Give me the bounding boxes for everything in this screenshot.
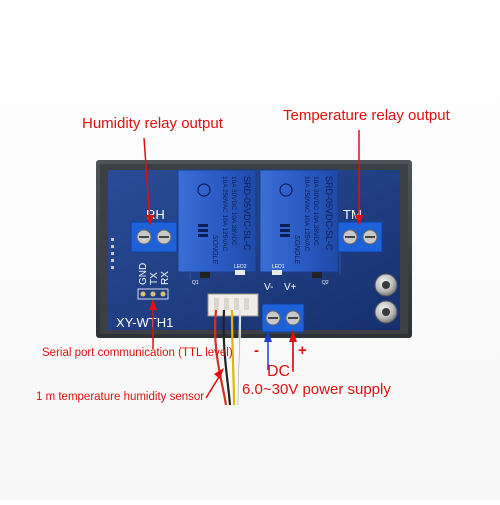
rx-label: RX — [160, 271, 171, 285]
relay-left-model: SRD-05VDC-SL-C — [242, 176, 252, 251]
relay-left-rating-2: 10A 30VDC 10A 28VDC — [230, 176, 237, 246]
songle-logo-icon — [198, 224, 208, 237]
minus-arrow — [264, 331, 272, 370]
q1-label: Q1 — [192, 280, 199, 286]
gnd-label: GND — [138, 263, 149, 285]
board-model-label: XY-WTH1 — [116, 315, 173, 330]
tx-label: TX — [149, 272, 160, 285]
vminus-label: V- — [264, 282, 273, 293]
relay-right: SRD-05VDC-SL-C 10A 250VAC 10A 125VAC 10A… — [259, 169, 339, 273]
relay-right-rating-1: 10A 250VAC 10A 125VAC — [303, 176, 310, 252]
dc-label: DC — [267, 363, 291, 380]
relay-left-rating-1: 10A 250VAC 10A 125VAC — [221, 176, 228, 252]
temperature-relay-callout: Temperature relay output — [283, 107, 450, 124]
power-supply-callout: 6.0~30V power supply — [242, 381, 391, 398]
humidity-relay-callout: Humidity relay output — [82, 115, 223, 132]
led2-label: LED2 — [234, 264, 247, 270]
relay-left: SRD-05VDC-SL-C 10A 250VAC 10A 125VAC 10A… — [177, 169, 257, 273]
serial-port-header — [137, 288, 169, 300]
certification-mark-icon — [279, 183, 293, 197]
capacitors — [374, 273, 398, 324]
relay-right-brand: SONGLE — [293, 235, 300, 265]
plus-arrow — [289, 331, 297, 370]
relay-right-model: SRD-05VDC-SL-C — [324, 176, 334, 251]
vplus-label: V+ — [284, 282, 297, 293]
relay-left-brand: SONGLE — [211, 235, 218, 265]
temperature-terminal-block — [337, 221, 383, 253]
serial-port-callout: Serial port communication (TTL level) — [42, 347, 233, 359]
sensor-callout: 1 m temperature humidity sensor — [36, 391, 205, 403]
minus-sign: - — [254, 342, 259, 359]
sensor-cable — [214, 309, 242, 406]
led1-label: LED1 — [272, 264, 285, 270]
humidity-terminal-block — [130, 221, 178, 253]
plus-sign: + — [298, 342, 307, 359]
relay-right-rating-2: 10A 30VDC 10A 28VDC — [312, 176, 319, 246]
certification-mark-icon — [197, 183, 211, 197]
power-terminal-block — [261, 303, 305, 333]
q2-label: Q2 — [322, 280, 329, 286]
smd-components — [200, 270, 322, 278]
songle-logo-icon — [280, 224, 290, 237]
